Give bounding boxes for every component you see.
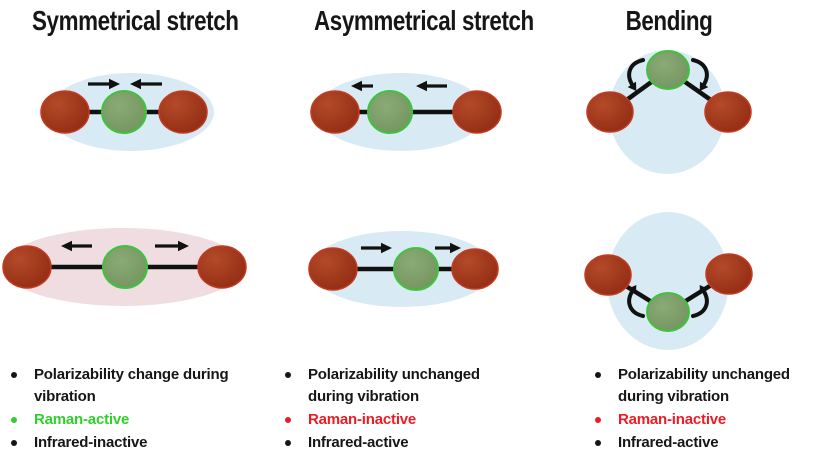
- bullet-text: Infrared-inactive: [34, 434, 148, 451]
- bullet-dot: [285, 440, 291, 446]
- green-atom-center: [101, 90, 147, 134]
- curved-arrow-right-icon: [691, 288, 709, 318]
- red-atom-right: [452, 90, 502, 134]
- green-atom-center: [393, 247, 439, 291]
- bullet-text: Raman-inactive: [308, 411, 417, 428]
- bullet-raman-activity: Raman-inactive: [280, 409, 530, 431]
- curved-arrow-left-icon: [627, 58, 645, 88]
- arrow-right-head-icon: [178, 240, 189, 252]
- bending-bottom-figure: [584, 212, 753, 350]
- arrow-left-head-icon: [351, 80, 362, 92]
- bullet-polarizability: Polarizability change during vibration: [6, 364, 256, 408]
- bullet-dot: [285, 372, 291, 378]
- symmetrical-stretch-top-figure: [40, 73, 214, 151]
- bullet-dot: [595, 372, 601, 378]
- bullet-raman-activity: Raman-inactive: [590, 409, 831, 431]
- bullet-polarizability: Polarizability unchanged during vibratio…: [590, 364, 831, 408]
- red-atom-right: [158, 90, 208, 134]
- curved-arrow-left-head-icon: [627, 285, 637, 295]
- red-atom-right: [705, 253, 753, 295]
- column-title-bending: Bending: [625, 5, 713, 36]
- green-atom-center: [367, 90, 413, 134]
- bullet-dot: [11, 417, 17, 423]
- bullet-polarizability: Polarizability unchanged during vibratio…: [280, 364, 530, 408]
- curved-arrow-right-icon: [691, 58, 709, 88]
- bullet-text: Polarizability change during vibration: [34, 366, 229, 405]
- asymmetrical-stretch-bottom-figure: [308, 231, 499, 307]
- bullet-text: Raman-active: [34, 411, 130, 428]
- notes-list-asymmetrical-stretch: Polarizability unchanged during vibratio…: [280, 364, 530, 455]
- red-atom-left: [2, 245, 52, 289]
- bullet-infrared-activity: Infrared-active: [590, 432, 831, 454]
- arrow-left-head-icon: [61, 240, 72, 252]
- arrow-left-head-icon: [130, 78, 141, 90]
- red-atom-left: [310, 90, 360, 134]
- bullet-raman-activity: Raman-active: [6, 409, 256, 431]
- bullet-text: Infrared-active: [618, 434, 719, 451]
- green-atom-top: [646, 50, 690, 90]
- arrow-left-head-icon: [416, 80, 427, 92]
- bullet-text: Infrared-active: [308, 434, 409, 451]
- red-atom-right: [451, 248, 499, 290]
- bullet-text: Raman-inactive: [618, 411, 727, 428]
- arrow-right-head-icon: [109, 78, 120, 90]
- symmetrical-stretch-bottom-figure: [2, 228, 247, 306]
- column-title-symmetrical-stretch: Symmetrical stretch: [32, 5, 239, 36]
- red-atom-left: [40, 90, 90, 134]
- column-title-asymmetrical-stretch: Asymmetrical stretch: [314, 5, 534, 36]
- bullet-infrared-activity: Infrared-active: [280, 432, 530, 454]
- bullet-dot: [11, 372, 17, 378]
- curved-arrow-left-icon: [627, 288, 645, 318]
- electron-cloud: [609, 50, 725, 174]
- green-atom-bottom: [646, 292, 690, 332]
- notes-list-bending: Polarizability unchanged during vibratio…: [590, 364, 831, 455]
- bullet-text: Polarizability unchanged during vibratio…: [618, 366, 790, 405]
- asymmetrical-stretch-top-figure: [310, 73, 502, 151]
- bullet-dot: [11, 440, 17, 446]
- red-atom-right: [704, 91, 752, 133]
- red-atom-right: [197, 245, 247, 289]
- notes-list-symmetrical-stretch: Polarizability change during vibration R…: [6, 364, 256, 455]
- red-atom-left: [586, 91, 634, 133]
- bending-top-figure: [586, 50, 752, 174]
- curved-arrow-right-head-icon: [699, 285, 709, 295]
- bullet-text: Polarizability unchanged during vibratio…: [308, 366, 480, 405]
- curved-arrow-left-head-icon: [627, 81, 637, 91]
- bullet-dot: [595, 417, 601, 423]
- red-atom-left: [308, 247, 358, 291]
- arrow-right-head-icon: [381, 242, 392, 254]
- green-atom-center: [102, 245, 148, 289]
- arrow-right-head-icon: [450, 242, 461, 254]
- bullet-dot: [595, 440, 601, 446]
- curved-arrow-right-head-icon: [699, 81, 709, 91]
- bullet-dot: [285, 417, 291, 423]
- bullet-infrared-activity: Infrared-inactive: [6, 432, 256, 454]
- red-atom-left: [584, 254, 632, 296]
